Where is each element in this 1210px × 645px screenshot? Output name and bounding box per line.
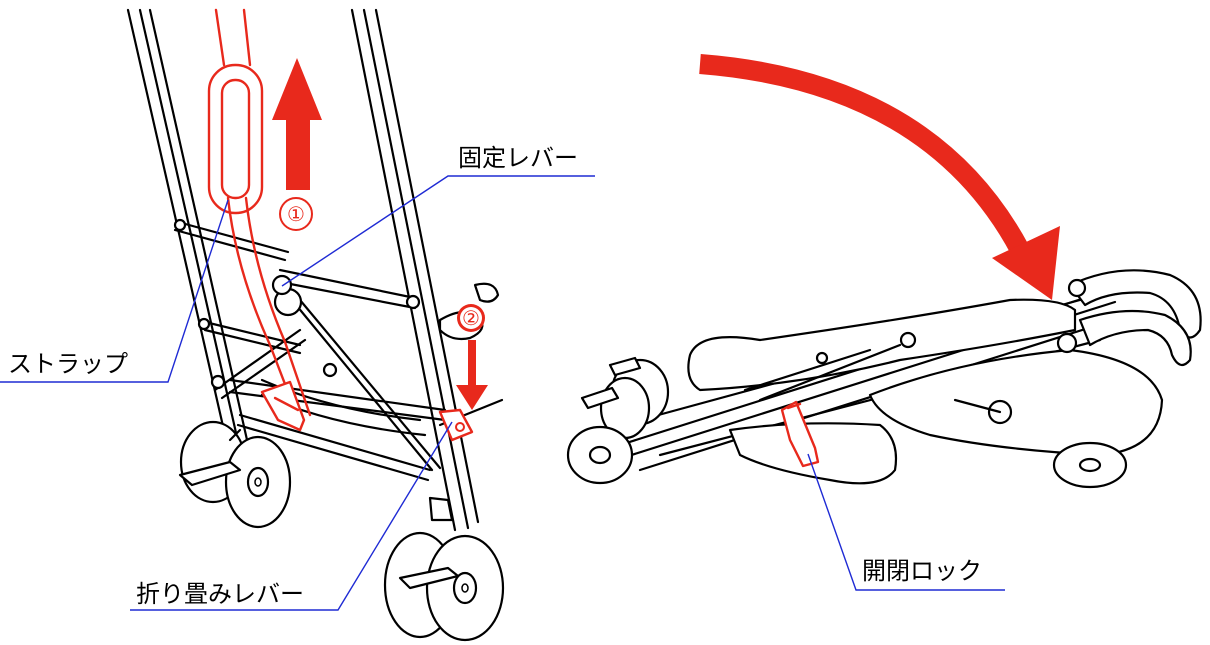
open-close-lock-highlight xyxy=(780,400,820,468)
folding-lever-leader-line xyxy=(130,421,453,611)
step1-up-arrow xyxy=(272,58,322,190)
strap-leader-line xyxy=(0,199,229,383)
strap-label: ストラップ xyxy=(8,350,128,378)
step1-marker: ① xyxy=(279,197,313,231)
folded-stroller-illustration xyxy=(566,269,1202,489)
folding-lever-label: 折り畳みレバー xyxy=(136,580,304,608)
fixing-lever-label: 固定レバー xyxy=(458,144,578,172)
step2-down-arrow xyxy=(456,340,488,410)
fixing-lever-leader-line xyxy=(281,175,595,287)
open-close-lock-label: 開閉ロック xyxy=(862,557,982,585)
fold-direction-arrow xyxy=(699,54,1060,300)
step2-marker: ② xyxy=(457,304,485,332)
step2-number: ② xyxy=(462,306,480,330)
folding-lever-highlight xyxy=(438,408,474,442)
strap-highlight xyxy=(207,8,312,432)
step1-number: ① xyxy=(287,202,305,226)
upright-stroller-illustration xyxy=(126,8,505,642)
open-close-lock-leader-line xyxy=(807,453,1005,591)
